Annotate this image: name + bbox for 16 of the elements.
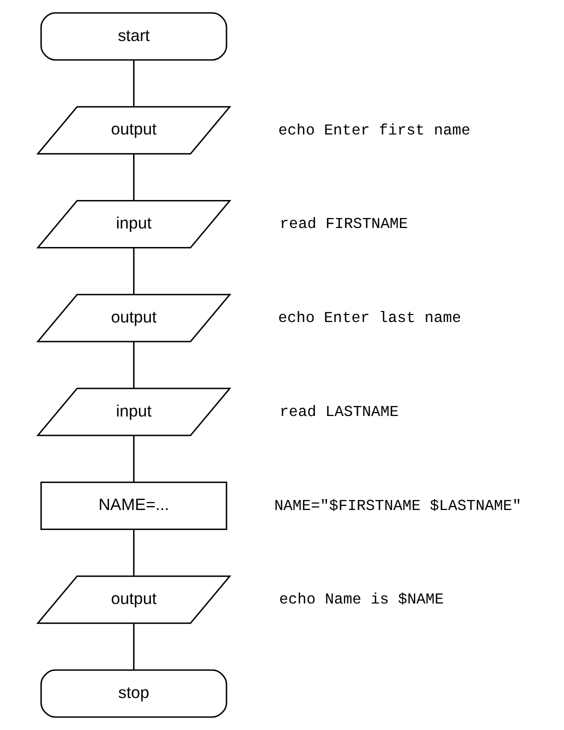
node-box: start bbox=[40, 12, 228, 61]
connector bbox=[133, 342, 134, 388]
connector bbox=[133, 248, 134, 295]
connector bbox=[133, 623, 134, 670]
connector bbox=[133, 154, 134, 201]
node-label: NAME="$FIRSTNAME $LASTNAME" bbox=[274, 496, 522, 515]
node-label: read FIRSTNAME bbox=[280, 215, 408, 234]
node-label: echo Name is $NAME bbox=[279, 590, 444, 609]
node-label: echo Enter last name bbox=[278, 309, 462, 328]
node-box: stop bbox=[40, 669, 228, 718]
connector bbox=[133, 530, 134, 576]
connector bbox=[133, 436, 134, 482]
connector bbox=[133, 60, 134, 107]
node-box: NAME=... bbox=[40, 482, 228, 530]
node-label: read LASTNAME bbox=[280, 402, 399, 421]
node-label: echo Enter first name bbox=[278, 121, 470, 140]
